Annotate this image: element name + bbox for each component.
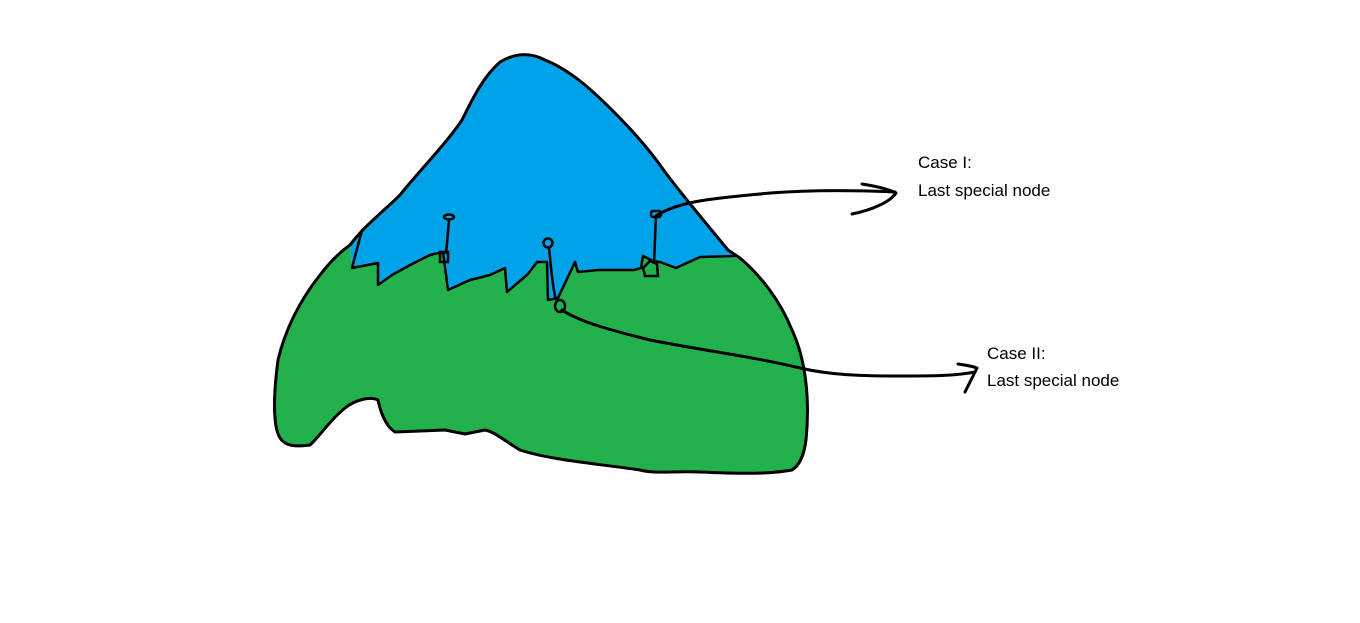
shape-outline <box>273 53 809 475</box>
green-region <box>274 245 808 474</box>
arrow-case2-head <box>956 362 979 394</box>
node-middle-bottom <box>553 298 567 314</box>
node-left <box>438 213 456 264</box>
arrow-case2-line <box>560 308 977 378</box>
arrow-case1-head <box>850 182 898 216</box>
case2-title: Case II: <box>987 344 1046 363</box>
case1-title: Case I: <box>918 153 972 172</box>
node-middle-stem <box>547 247 558 301</box>
node-right-bottom <box>641 259 660 278</box>
node-left-bottom <box>438 250 450 264</box>
node-middle-top <box>542 237 554 249</box>
region-boundary <box>350 228 737 302</box>
arrow-case1-line <box>654 189 897 218</box>
node-middle <box>542 237 567 314</box>
case1-subtitle: Last special node <box>918 181 1051 200</box>
case2-subtitle: Last special node <box>987 371 1120 390</box>
node-right-stem <box>652 217 658 263</box>
node-left-top <box>442 213 456 221</box>
